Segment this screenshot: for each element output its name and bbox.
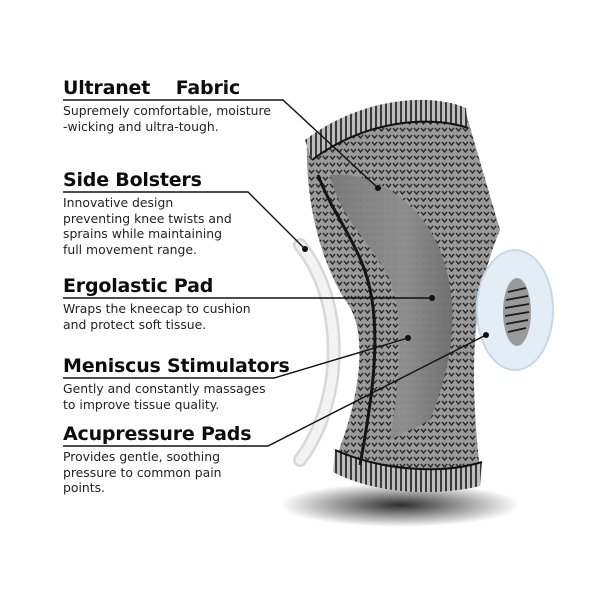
ergolastic-panel: [330, 174, 453, 441]
feature-ergolastic-pad: Ergolastic Pad Wraps the kneecap to cush…: [63, 275, 251, 332]
callout-dot-meniscus: [405, 335, 411, 341]
callout-dot-bolster: [302, 246, 308, 252]
feature-title: Meniscus Stimulators: [63, 355, 290, 377]
callout-lines: [63, 99, 487, 447]
bottom-cuff: [333, 450, 482, 493]
feature-acupressure-pads: Acupressure Pads Provides gentle, soothi…: [63, 423, 252, 496]
callout-dot-fabric: [375, 185, 381, 191]
feature-meniscus-stimulators: Meniscus Stimulators Gently and constant…: [63, 355, 290, 412]
feature-title: Ergolastic Pad: [63, 275, 214, 297]
feature-title: Acupressure Pads: [63, 423, 252, 445]
callout-dot-acupressure: [483, 332, 489, 338]
feature-title: Side Bolsters: [63, 169, 202, 191]
feature-title: Ultranet Fabric: [63, 77, 241, 99]
feature-description: Supremely comfortable, moisture-wicking …: [63, 103, 271, 134]
shadow: [280, 483, 520, 527]
callout-dot-pad: [429, 295, 435, 301]
top-cuff: [305, 99, 468, 160]
feature-ultranet-fabric: Ultranet Fabric Supremely comfortable, m…: [63, 77, 271, 134]
side-seam: [316, 174, 377, 466]
